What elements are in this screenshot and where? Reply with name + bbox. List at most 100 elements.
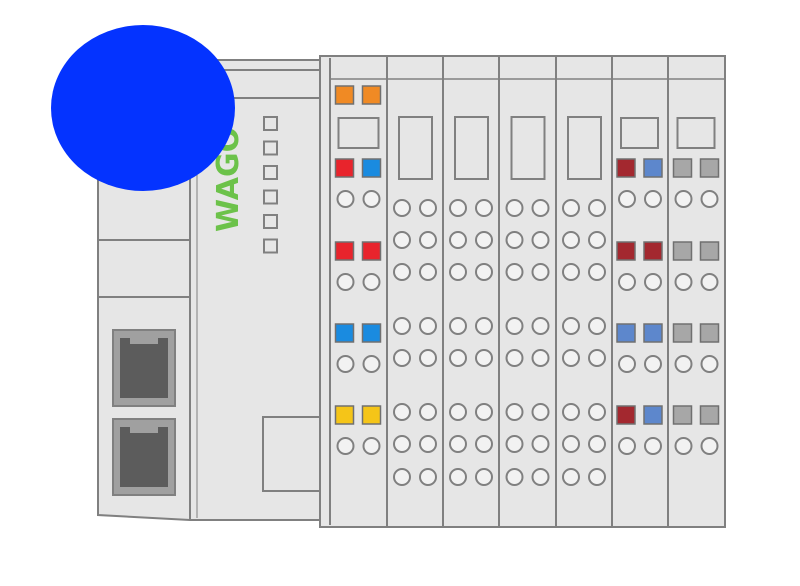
- led-gray: [672, 158, 693, 178]
- contact: [562, 403, 580, 421]
- status-led: [263, 238, 278, 254]
- io-module-rack: [319, 55, 726, 528]
- contact: [674, 355, 693, 373]
- contact: [588, 199, 606, 217]
- status-led: [263, 116, 278, 131]
- status-led: [263, 189, 278, 205]
- led-gray: [699, 323, 720, 343]
- contact: [393, 349, 411, 367]
- led-dark_red: [616, 241, 636, 261]
- module-marker: [567, 116, 602, 180]
- led-yellow: [361, 405, 382, 425]
- contact: [562, 231, 580, 249]
- contact: [475, 263, 493, 281]
- contact: [700, 437, 719, 455]
- contact: [449, 435, 467, 453]
- contact: [531, 435, 550, 453]
- led-gray: [672, 323, 693, 343]
- contact: [644, 437, 662, 455]
- module-marker: [510, 116, 546, 180]
- access-panel: [262, 416, 322, 492]
- contact: [393, 435, 411, 453]
- contact: [644, 355, 662, 373]
- contact: [419, 403, 437, 421]
- contact: [674, 273, 693, 291]
- status-led: [263, 140, 278, 156]
- contact: [618, 190, 636, 208]
- contact: [362, 273, 381, 291]
- module-marker: [676, 117, 716, 149]
- contact: [505, 349, 524, 367]
- contact: [475, 231, 493, 249]
- contact: [449, 199, 467, 217]
- contact: [393, 403, 411, 421]
- led-red: [334, 241, 355, 261]
- contact: [336, 273, 355, 291]
- contact: [505, 231, 524, 249]
- contact: [700, 273, 719, 291]
- module-marker: [620, 117, 659, 149]
- led-gray: [699, 405, 720, 425]
- contact: [393, 263, 411, 281]
- contact: [505, 435, 524, 453]
- contact: [449, 317, 467, 335]
- contact: [531, 263, 550, 281]
- contact: [505, 263, 524, 281]
- io-module-4: [555, 56, 612, 527]
- contact: [588, 349, 606, 367]
- ethernet-latch: [130, 338, 158, 344]
- io-module-2: [442, 56, 499, 527]
- contact: [674, 190, 693, 208]
- contact: [475, 468, 493, 486]
- contact: [475, 199, 493, 217]
- blue-dot-marker: [51, 25, 235, 191]
- contact: [336, 355, 355, 373]
- contact: [588, 231, 606, 249]
- contact: [419, 349, 437, 367]
- contact: [393, 199, 411, 217]
- led-blue: [334, 323, 355, 343]
- led-yellow: [334, 405, 355, 425]
- contact: [588, 403, 606, 421]
- contact: [475, 435, 493, 453]
- contact: [419, 199, 437, 217]
- contact: [588, 435, 606, 453]
- contact: [618, 437, 636, 455]
- led-steel_blue: [616, 323, 636, 343]
- led-red: [334, 158, 355, 178]
- contact: [562, 435, 580, 453]
- contact: [475, 403, 493, 421]
- led-gray: [672, 241, 693, 261]
- contact: [393, 317, 411, 335]
- contact: [419, 468, 437, 486]
- contact: [419, 435, 437, 453]
- led-dark_red: [616, 158, 636, 178]
- contact: [588, 317, 606, 335]
- contact: [674, 437, 693, 455]
- contact: [419, 231, 437, 249]
- led-gray: [672, 405, 693, 425]
- contact: [588, 263, 606, 281]
- contact: [562, 199, 580, 217]
- side-panel: [97, 239, 191, 298]
- led-gray: [699, 241, 720, 261]
- controller-label-strip: [219, 69, 322, 99]
- contact: [362, 190, 381, 208]
- status-led: [263, 214, 278, 229]
- contact: [618, 273, 636, 291]
- ethernet-latch: [130, 427, 158, 433]
- supply-module: [330, 78, 387, 455]
- contact: [449, 349, 467, 367]
- contact: [362, 355, 381, 373]
- contact: [336, 190, 355, 208]
- led-steel_blue: [643, 405, 663, 425]
- contact: [531, 349, 550, 367]
- contact: [505, 199, 524, 217]
- led-red: [361, 241, 382, 261]
- contact: [644, 273, 662, 291]
- led-dark_red: [616, 405, 636, 425]
- color-module-1: [611, 56, 668, 527]
- contact: [419, 263, 437, 281]
- module-marker: [454, 116, 489, 180]
- contact: [588, 468, 606, 486]
